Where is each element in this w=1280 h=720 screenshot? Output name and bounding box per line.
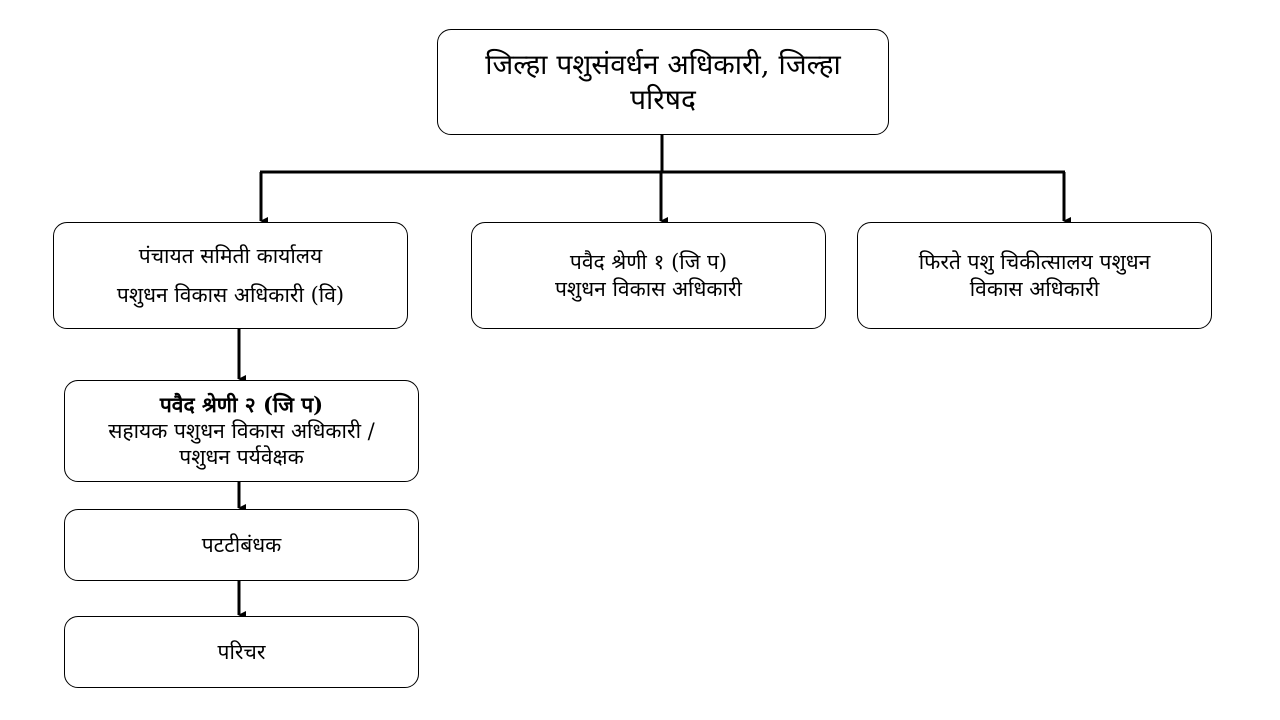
node-text: पशुधन विकास अधिकारी (वि) [116,282,345,307]
node-district-officer: जिल्हा पशुसंवर्धन अधिकारी, जिल्हा परिषद [437,29,889,135]
node-text: पशुधन विकास अधिकारी [555,276,742,301]
node-text: जिल्हा पशुसंवर्धन अधिकारी, जिल्हा [485,48,841,81]
node-text: परिचर [217,639,266,664]
node-text: परिषद [630,83,696,116]
node-text: सहायक पशुधन विकास अधिकारी / [108,418,375,443]
node-text: विकास अधिकारी [969,276,1100,301]
node-attendant: परिचर [64,616,419,688]
node-text: फिरते पशु चिकीत्सालय पशुधन [918,250,1151,275]
node-text: पंचायत समिती कार्यालय [138,244,323,269]
node-grade2: पवैद श्रेणी २ (जि प) सहायक पशुधन विकास अ… [64,380,419,482]
node-bandager: पटटीबंधक [64,509,419,581]
node-text: पवैद श्रेणी १ (जि प) [569,250,728,275]
node-text: पशुधन पर्यवेक्षक [179,445,304,470]
node-grade1: पवैद श्रेणी १ (जि प) पशुधन विकास अधिकारी [471,222,826,329]
node-text: पटटीबंधक [201,532,282,557]
node-title: पवैद श्रेणी २ (जि प) [159,391,324,417]
node-mobile-clinic: फिरते पशु चिकीत्सालय पशुधन विकास अधिकारी [857,222,1212,329]
node-panchayat-samiti: पंचायत समिती कार्यालय पशुधन विकास अधिकार… [53,222,408,329]
